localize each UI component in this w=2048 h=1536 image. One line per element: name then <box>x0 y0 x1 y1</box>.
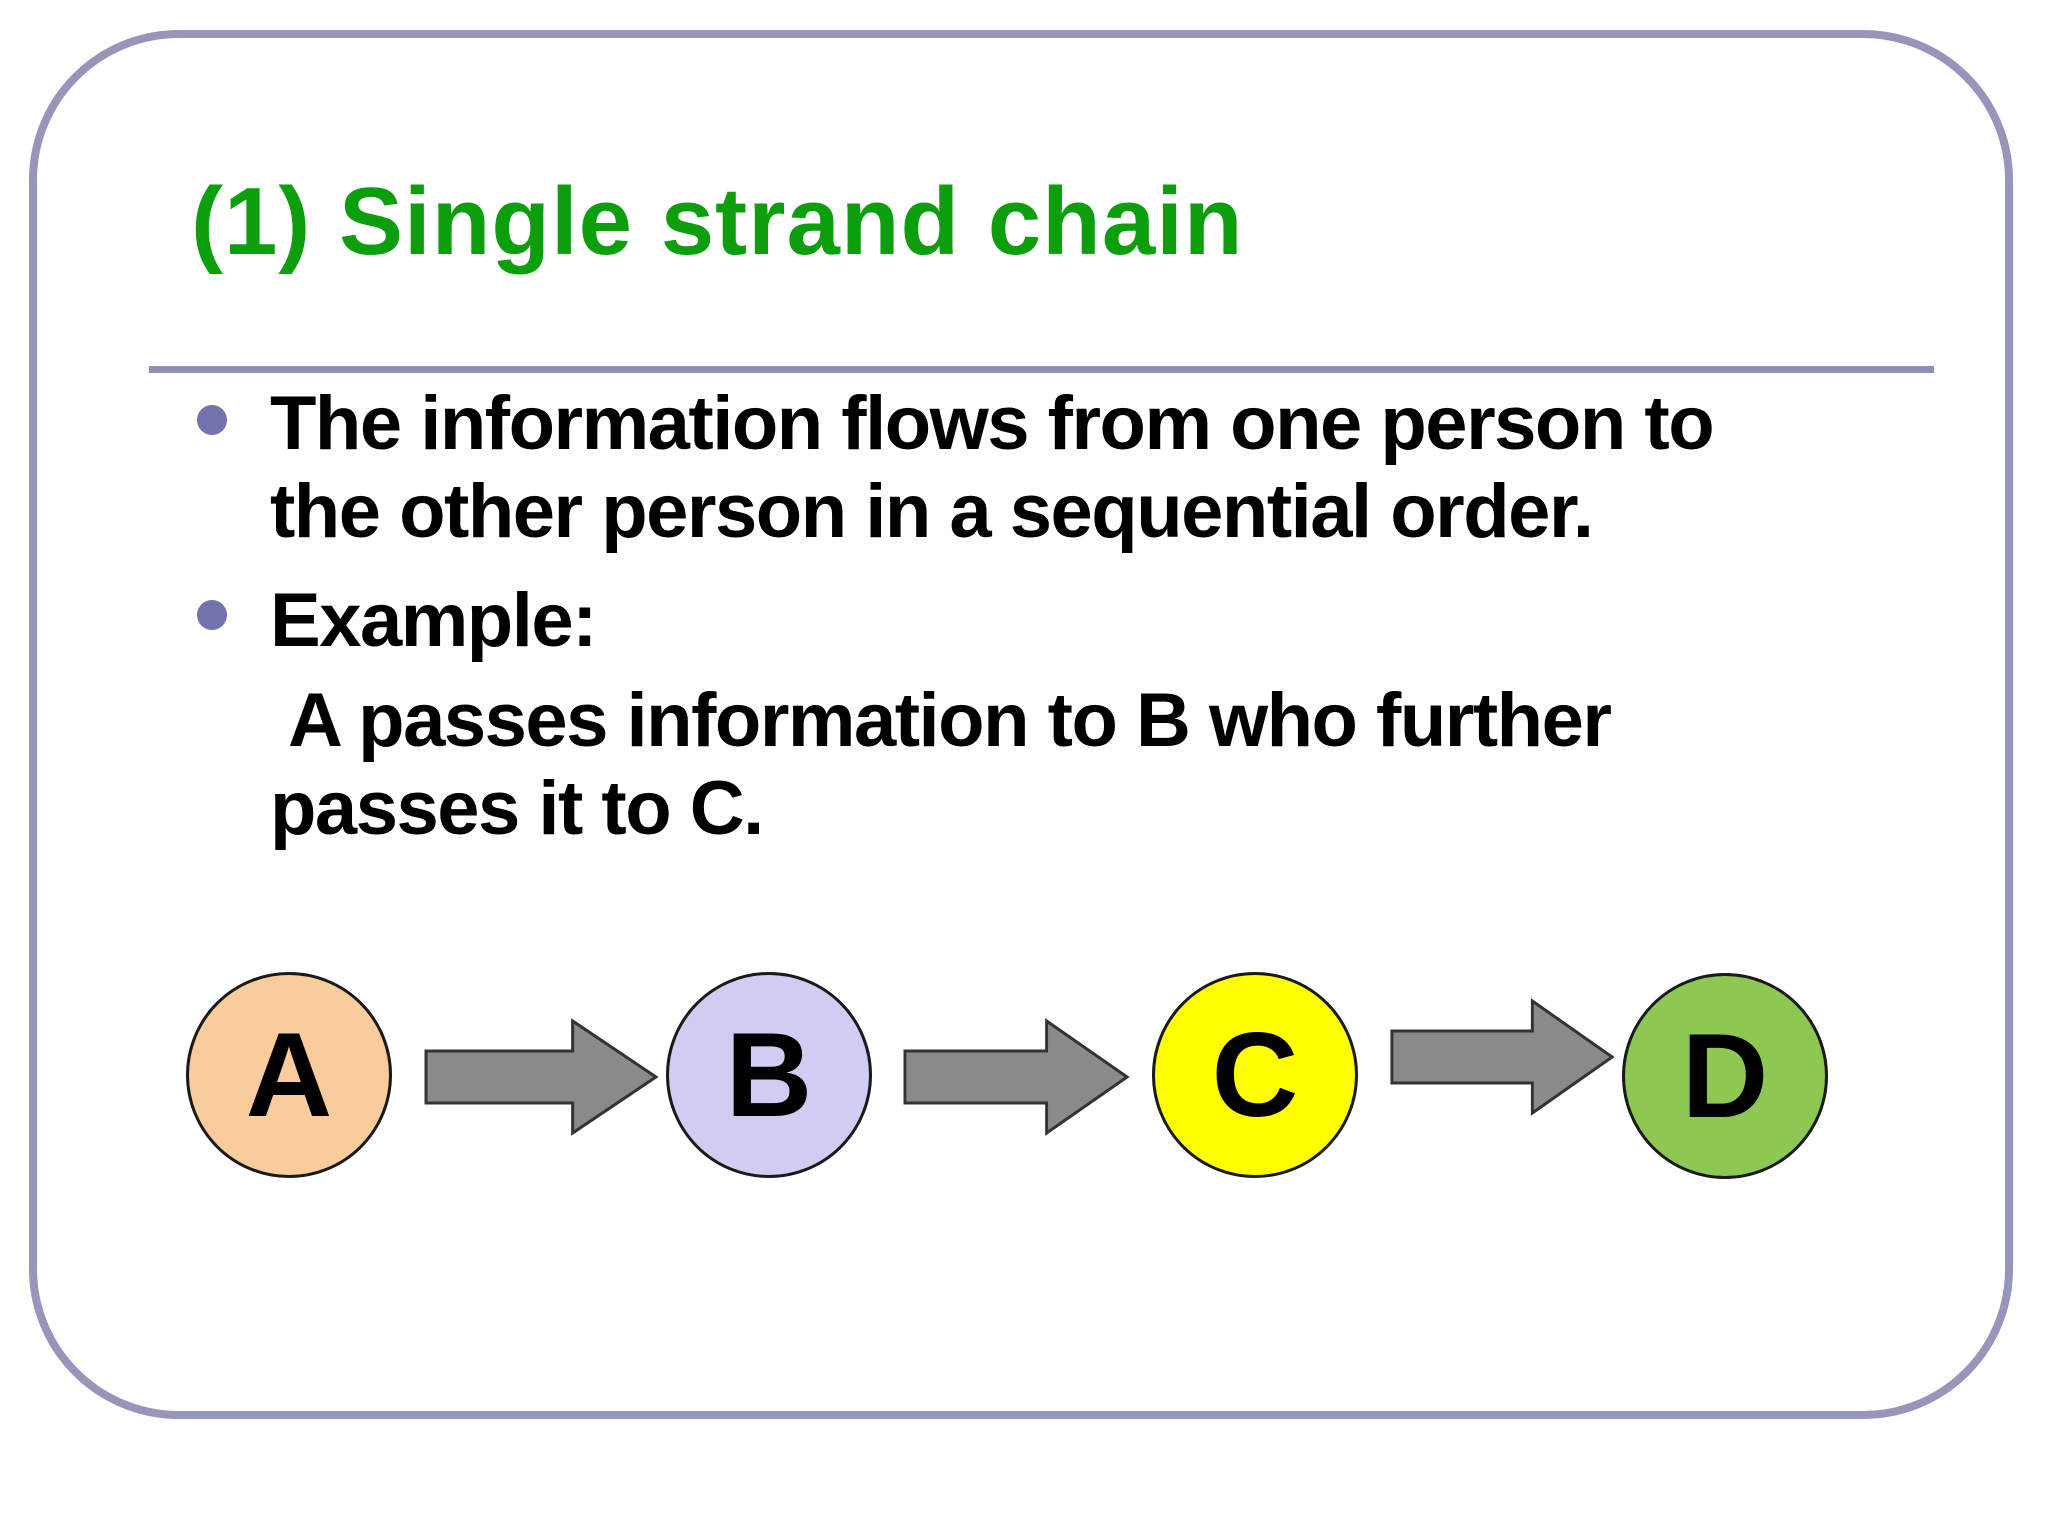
bullet-item-2: Example: <box>270 577 597 665</box>
diagram-node-a: A <box>186 972 392 1178</box>
example-line-1: A passes information to B who further <box>288 678 1612 763</box>
node-b-label: B <box>725 1008 813 1142</box>
title-separator <box>149 366 1934 373</box>
bullet-1-line-2: the other person in a sequential order. <box>270 469 1594 554</box>
slide-title: (1) Single strand chain <box>191 168 1244 275</box>
example-line-2: passes it to C. <box>270 766 764 851</box>
example-paragraph: A passes information to B who further pa… <box>270 677 1612 853</box>
diagram-node-b: B <box>666 972 872 1178</box>
bullet-marker-icon <box>197 405 227 435</box>
slide-border-frame <box>29 30 2013 1419</box>
node-c-label: C <box>1211 1008 1299 1142</box>
arrow-right-icon <box>903 1018 1130 1136</box>
bullet-item-1: The information flows from one person to… <box>270 380 1715 556</box>
arrow-right-icon <box>424 1018 659 1136</box>
arrow-right-icon <box>1390 998 1615 1116</box>
node-d-label: D <box>1681 1009 1769 1143</box>
bullet-1-line-1: The information flows from one person to <box>270 381 1715 466</box>
diagram-node-c: C <box>1152 972 1358 1178</box>
diagram-node-d: D <box>1622 973 1828 1179</box>
bullet-2-line-1: Example: <box>270 578 597 663</box>
node-a-label: A <box>245 1008 333 1142</box>
bullet-marker-icon <box>197 600 227 630</box>
